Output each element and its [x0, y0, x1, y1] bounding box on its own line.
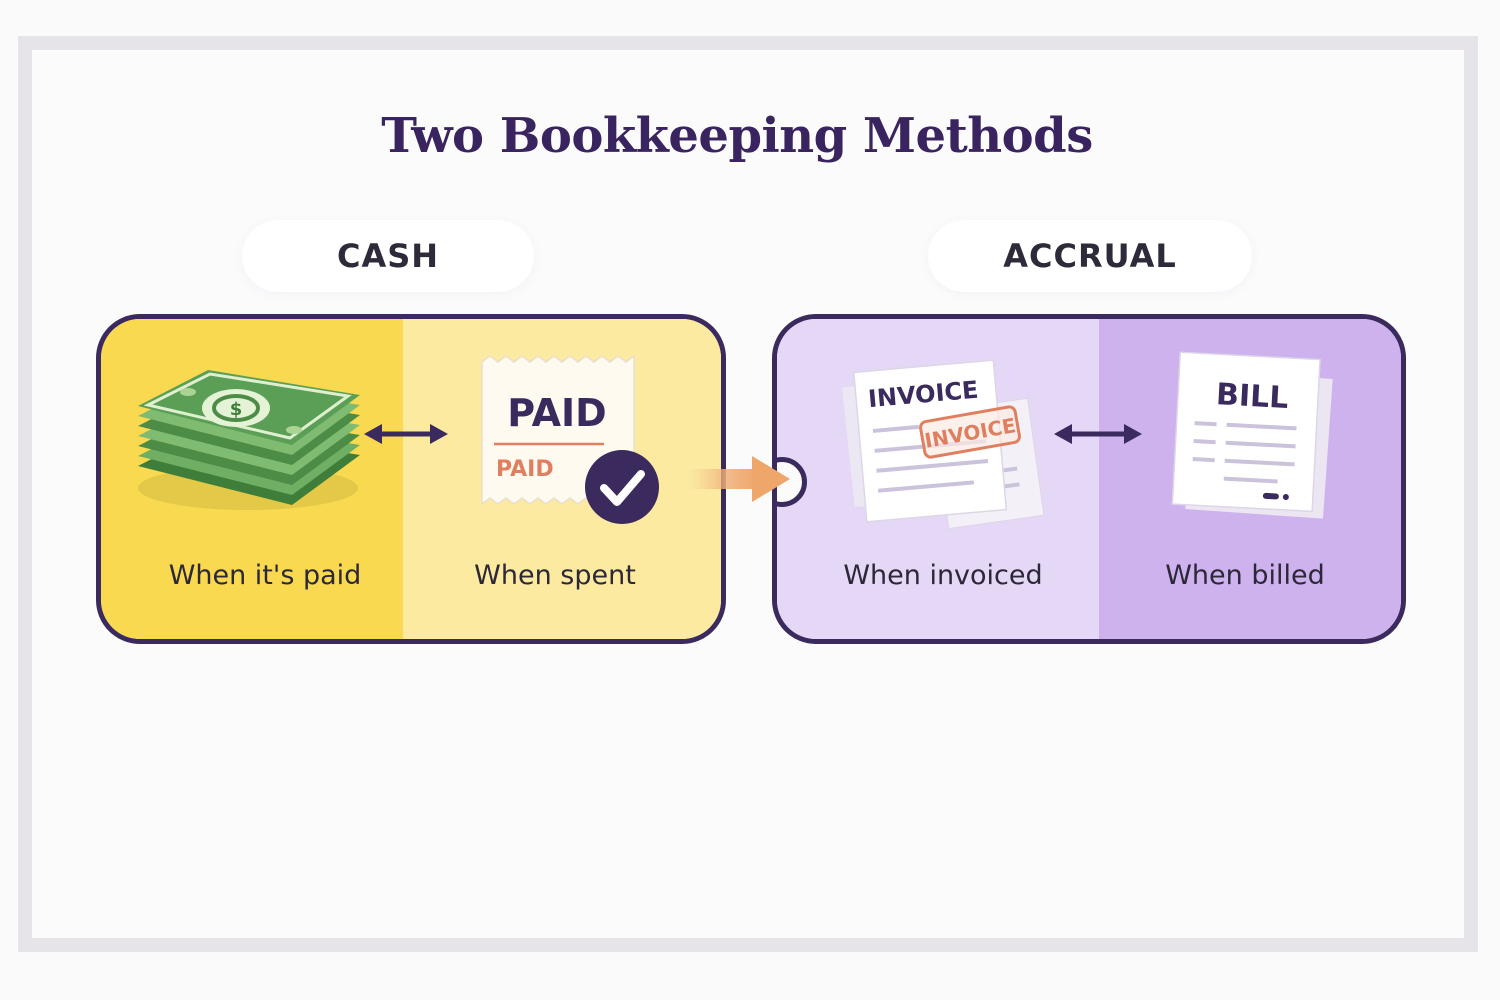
flow-arrow — [688, 456, 790, 502]
paid-stamp-main: PAID — [507, 391, 606, 435]
invoice-docs-icon: INVOICE INVOICE — [842, 359, 1045, 530]
cash-label: CASH — [242, 220, 534, 292]
accrual-label: ACCRUAL — [928, 220, 1252, 292]
money-stack-icon: $ — [138, 370, 360, 510]
paid-receipt-icon: PAID PAID — [481, 354, 659, 524]
caption-when-invoiced: When invoiced — [843, 560, 1043, 591]
diagram-title: Two Bookkeeping Methods — [381, 108, 1093, 164]
cash-double-arrow — [364, 424, 448, 444]
svg-text:$: $ — [230, 399, 243, 420]
paid-stamp-small: PAID — [496, 457, 554, 482]
caption-when-billed: When billed — [1165, 560, 1325, 591]
bill-doc-title: BILL — [1215, 377, 1289, 416]
caption-when-paid: When it's paid — [168, 560, 362, 591]
accrual-double-arrow — [1054, 424, 1142, 444]
caption-when-spent: When spent — [474, 560, 636, 591]
bill-doc-icon: BILL — [1171, 351, 1333, 519]
